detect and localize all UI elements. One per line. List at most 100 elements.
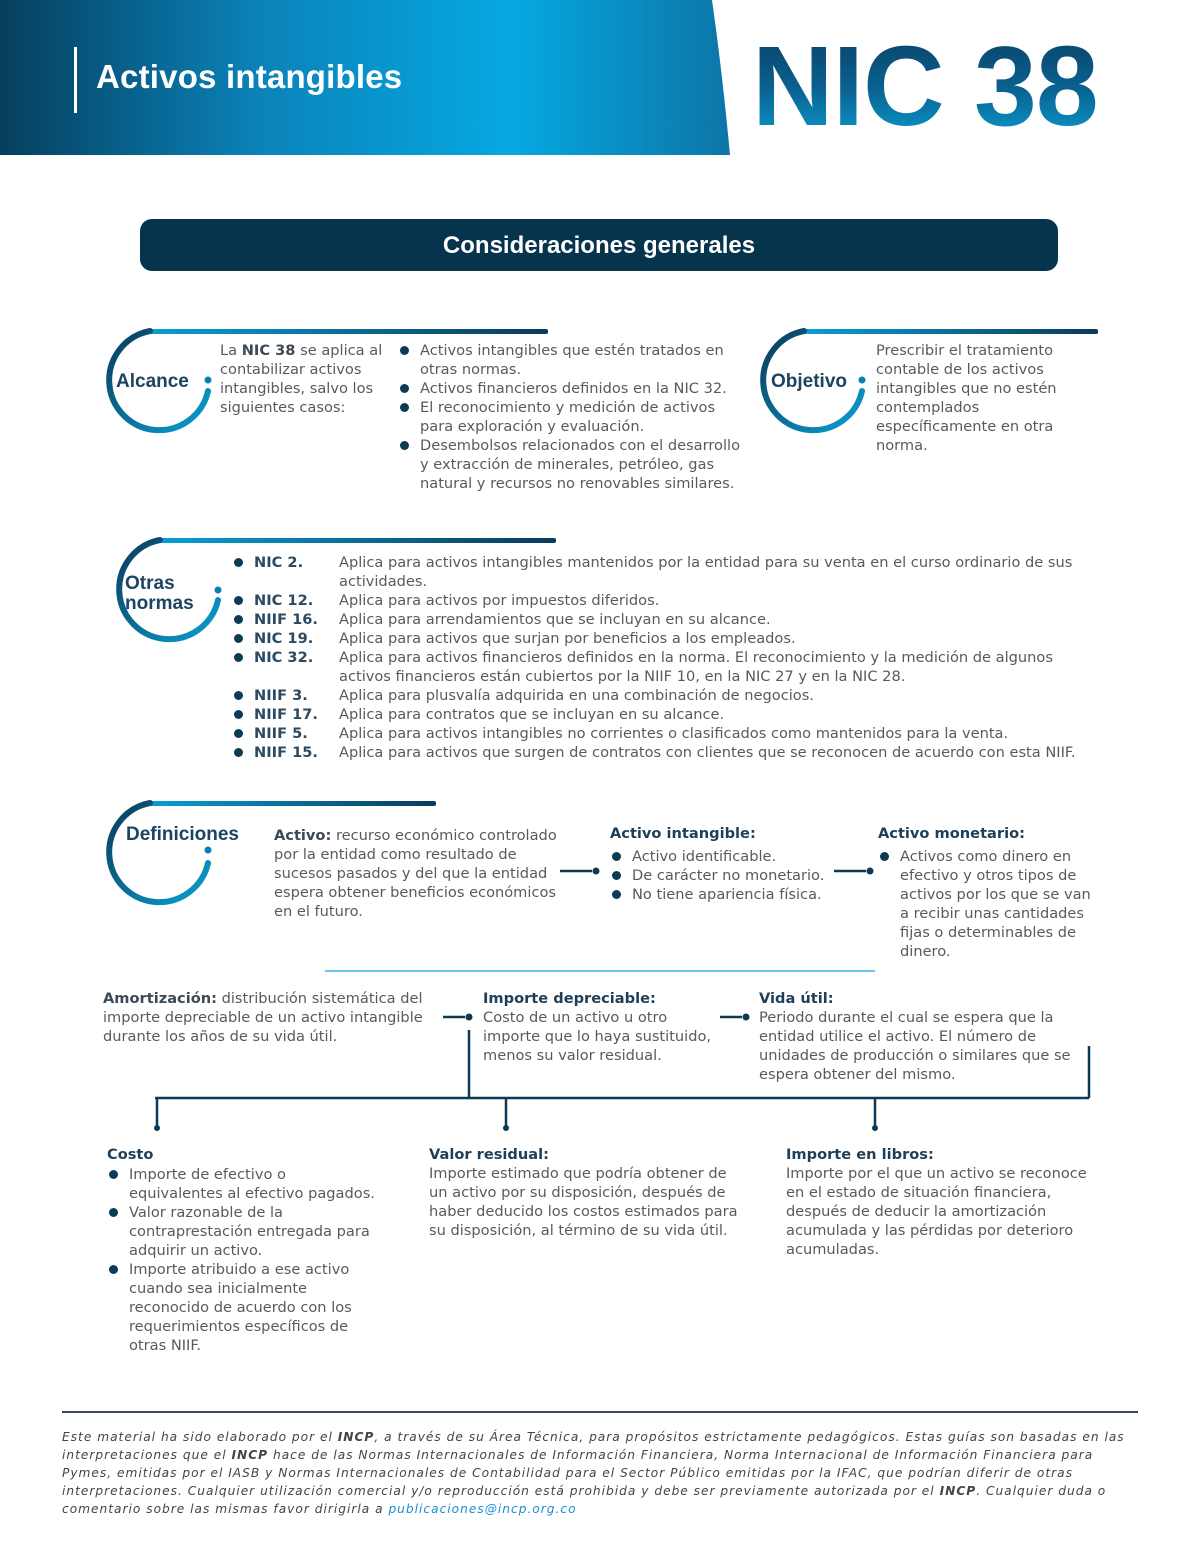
otras-normas-label-line2: normas [125, 593, 194, 614]
alcance-exceptions-list: Activos intangibles que estén tratados e… [398, 341, 748, 493]
definition-vida-util: Vida útil: Periodo durante el cual se es… [759, 989, 1089, 1084]
list-item: Activos como dinero en efectivo y otros … [878, 847, 1103, 961]
footer-incp: INCP [337, 1430, 375, 1444]
definition-text: Importe por el que un activo se reconoce… [786, 1165, 1087, 1258]
definiciones-arc [106, 800, 211, 906]
objetivo-arc-dot [858, 376, 866, 384]
norm-code: NIIF 15. [254, 744, 318, 761]
list-item: Desembolsos relacionados con el desarrol… [398, 436, 748, 493]
list-item: Activos intangibles que estén tratados e… [398, 341, 748, 379]
section-title-box: Consideraciones generales [140, 219, 1058, 271]
otras-normas-list: NIC 2. Aplica para activos intangibles ma… [232, 553, 1082, 762]
definition-activo-monetario: Activo monetario: Activos como dinero en… [878, 824, 1103, 961]
norm-code: NIIF 17. [254, 706, 318, 723]
footer-disclaimer: Este material ha sido elaborado por el I… [62, 1428, 1140, 1518]
otras-arc-dot [214, 586, 222, 594]
definiciones-top-bar [150, 801, 436, 806]
page-title: Activos intangibles [96, 58, 403, 95]
definition-activo-intangible: Activo intangible: Activo identificable.… [610, 824, 835, 904]
norm-code: NIC 32. [254, 649, 314, 666]
footer-divider [62, 1411, 1138, 1413]
definition-list: Activo identificable. De carácter no mon… [610, 847, 835, 904]
arrow-amortizacion-to-depreciable [443, 1013, 473, 1021]
alcance-label: Alcance [116, 371, 189, 392]
norm-desc: Aplica para activos financieros definido… [339, 649, 1053, 685]
list-item: Activos financieros definidos en la NIC … [398, 379, 748, 398]
alcance-arc [106, 328, 211, 434]
norm-code: NIIF 3. [254, 687, 308, 704]
decor-layer [106, 328, 1098, 1131]
list-item: Activo identificable. [610, 847, 835, 866]
otras-arc [116, 537, 221, 643]
connector-dot-costo [154, 1125, 160, 1131]
connector-tree [155, 1030, 1091, 1126]
alcance-intro-bold: NIC 38 [241, 342, 296, 359]
definition-title: Activo intangible: [610, 825, 756, 842]
definition-title: Costo [107, 1146, 154, 1163]
norm-desc: Aplica para activos que surgen de contra… [339, 744, 1076, 761]
objetivo-label: Objetivo [771, 371, 848, 392]
list-item: NIC 2. Aplica para activos intangibles ma… [232, 553, 1082, 591]
norm-code: NIIF 5. [254, 725, 308, 742]
alcance-intro: La NIC 38 se aplica al contabilizar acti… [220, 341, 385, 417]
definition-text: Costo de un activo u otro importe que lo… [483, 1009, 712, 1064]
norm-desc: Aplica para activos que surjan por benef… [339, 630, 796, 647]
definition-valor-residual: Valor residual: Importe estimado que pod… [429, 1145, 749, 1240]
definition-text: recurso económico controlado por la enti… [274, 827, 557, 920]
definition-title: Vida útil: [759, 990, 834, 1007]
footer-incp: INCP [231, 1448, 269, 1462]
list-item: Importe atribuido a ese activo cuando se… [107, 1260, 382, 1355]
list-item: NIIF 16. Aplica para arrendamientos que s… [232, 610, 1082, 629]
connector-dot-libros [872, 1125, 878, 1131]
norm-code: NIC 2. [254, 554, 304, 571]
alcance-intro-pre: La [220, 342, 242, 359]
footer-email-link[interactable]: publicaciones@incp.org.co [388, 1502, 577, 1516]
definition-activo: Activo: recurso económico controlado por… [274, 826, 559, 921]
otras-normas-label: Otras normas [125, 574, 194, 614]
list-item: Importe de efectivo o equivalentes al ef… [107, 1165, 382, 1203]
definition-title: Activo monetario: [878, 825, 1025, 842]
definition-title: Valor residual: [429, 1146, 549, 1163]
footer-text: . Cualquier duda o comentario sobre las … [62, 1484, 1107, 1516]
norm-code: NIIF 16. [254, 611, 318, 628]
list-item: NIC 12.Aplica para activos por impuestos… [232, 591, 1082, 610]
otras-normas-label-line1: Otras [125, 573, 175, 594]
footer-text: Este material ha sido elaborado por el [62, 1430, 338, 1444]
list-item: NIIF 5. Aplica para activos intangibles n… [232, 724, 1082, 743]
definition-text: distribución sistemática del importe dep… [103, 990, 423, 1045]
list-item: NIIF 15. Aplica para activos que surgen d… [232, 743, 1082, 762]
footer-text: , a través de su Área Técnica, para prop… [62, 1430, 1125, 1462]
list-item: NIIF 3. Aplica para plusvalía adquirida e… [232, 686, 1082, 705]
definition-importe-libros: Importe en libros: Importe por el que un… [786, 1145, 1106, 1259]
definiciones-arc-dot [204, 846, 212, 854]
arrow-depreciable-to-vida [720, 1013, 750, 1021]
norm-desc: Aplica para plusvalía adquirida en una c… [339, 687, 814, 704]
otras-top-bar [160, 538, 556, 543]
list-item: El reconocimiento y medición de activos … [398, 398, 748, 436]
definition-text: Periodo durante el cual se espera que la… [759, 1009, 1071, 1083]
list-item: De carácter no monetario. [610, 866, 835, 885]
objetivo-text: Prescribir el tratamiento contable de lo… [876, 342, 1057, 454]
definition-list: Activos como dinero en efectivo y otros … [878, 847, 1103, 961]
alcance-arc-dot [204, 376, 212, 384]
arrow-activo-to-intangible [560, 867, 600, 875]
arrow-intangible-to-monetario [834, 867, 874, 875]
norm-desc: Aplica para arrendamientos que se incluy… [339, 611, 771, 628]
standard-code-title: NIC 38 [752, 23, 1099, 149]
header-divider [74, 47, 77, 113]
list-item: No tiene apariencia física. [610, 885, 835, 904]
norm-code: NIC 12. [254, 592, 314, 609]
connector-dot-residual [503, 1125, 509, 1131]
definition-term: Activo: [274, 827, 332, 844]
list-item: NIC 32. Aplica para activos financieros d… [232, 648, 1082, 686]
list-item: Valor razonable de la contraprestación e… [107, 1203, 382, 1260]
objetivo-top-bar [804, 329, 1098, 334]
alcance-top-bar [150, 329, 548, 334]
norm-desc: Aplica para activos intangibles no corri… [339, 725, 1009, 742]
norm-code: NIC 19. [254, 630, 314, 647]
footer-text: hace de las Normas Internacionales de In… [62, 1448, 1094, 1498]
norm-desc: Aplica para activos intangibles mantenid… [339, 554, 1073, 590]
definition-importe-depreciable: Importe depreciable: Costo de un activo … [483, 989, 723, 1065]
definition-list: Importe de efectivo o equivalentes al ef… [107, 1165, 382, 1355]
definition-title: Importe depreciable: [483, 990, 656, 1007]
